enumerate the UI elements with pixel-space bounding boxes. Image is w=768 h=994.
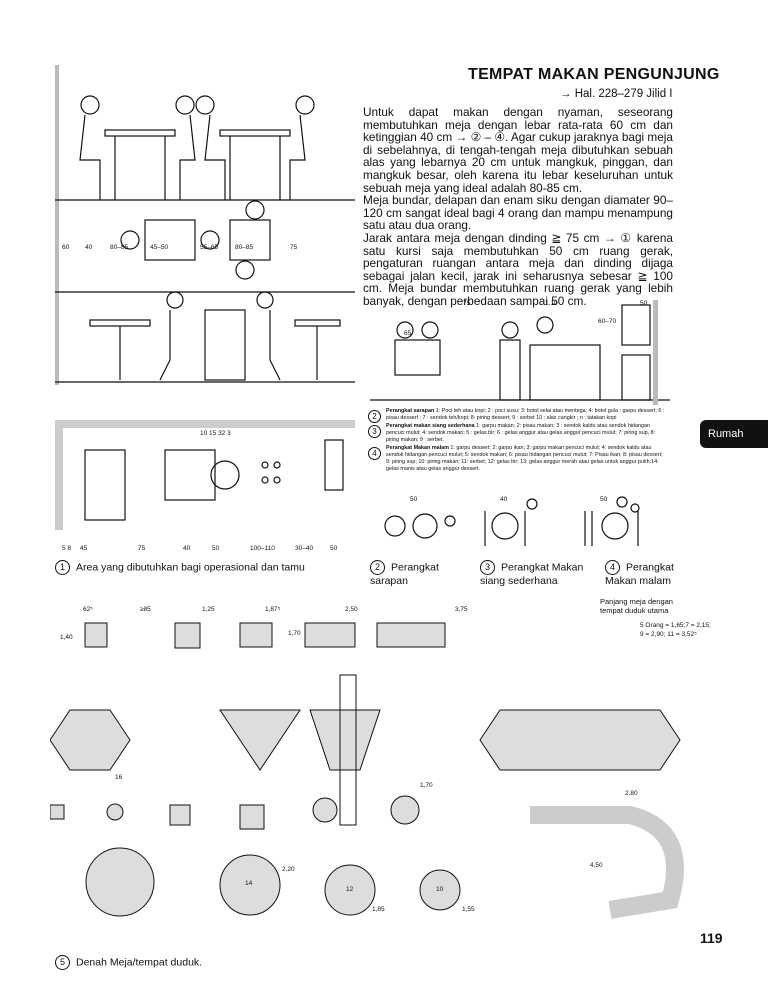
dimension-label: 3,75 (455, 606, 468, 613)
dimension-label: 16 (115, 774, 123, 781)
table-arrangements-drawing (50, 674, 684, 919)
dimension-label: 4,50 (590, 862, 603, 869)
dining-elevation-drawing (55, 65, 355, 385)
dimension-label: 45 (80, 545, 88, 552)
dimension-label: 60–70 (598, 318, 617, 325)
dimension-label: 75 (290, 244, 298, 251)
dimension-label: 10 15 32 3 (200, 430, 231, 437)
dimension-label: 100–110 (250, 545, 275, 552)
rectangular-tables-drawing (84, 622, 446, 649)
dimension-label: 14 (245, 880, 253, 887)
dimension-label: 80–85 (235, 244, 254, 251)
dimension-label: 1,10 (545, 300, 558, 307)
dimension-label: 30–40 (295, 545, 314, 552)
cross-reference: → Hal. 228–279 Jilid I (560, 88, 673, 100)
section-tab: Rumah Makan (700, 420, 768, 468)
dimension-label: 1,70 (420, 782, 433, 789)
place-settings-drawing (384, 496, 640, 546)
table-length-note-line: 9 = 2,90; 11 = 3,52⁵ (640, 631, 697, 638)
dimension-label: 50 (600, 496, 608, 503)
dimension-label: 1,70 (288, 630, 301, 637)
paragraph: Jarak antara meja dengan dinding ≧ 75 cm… (363, 230, 673, 308)
dimension-label: 55–65 (200, 244, 219, 251)
dimension-label: 65 (404, 330, 412, 337)
dimension-label: 10 (436, 886, 444, 893)
dimension-label: 5 8 (62, 545, 72, 552)
dimension-label: 50 (640, 300, 648, 307)
dimension-label: 75 (138, 545, 146, 552)
page-number: 119 (700, 930, 723, 946)
dimension-label: 40 (183, 545, 191, 552)
dimension-label: 40 (85, 244, 93, 251)
paragraph: Untuk dapat makan dengan nyaman, seseora… (363, 105, 673, 195)
table-length-note-title: Panjang meja dengan tempat duduk utama (600, 597, 673, 615)
dimension-label: 1,55 (462, 906, 475, 913)
dimension-label: 75 (463, 300, 471, 307)
dimension-label: 40 (500, 496, 508, 503)
paragraph: Meja bundar, delapan dan enam siku denga… (363, 193, 673, 233)
bar-counter-drawing (370, 300, 670, 405)
page-title: TEMPAT MAKAN PENGUNJUNG (468, 66, 720, 83)
body-text: Untuk dapat makan dengan nyaman, seseora… (363, 106, 673, 308)
dimension-label: ≥85 (140, 606, 151, 613)
dimension-label: 50 (410, 496, 418, 503)
dimension-label: 45–50 (150, 244, 169, 251)
dimension-label: 1,25 (202, 606, 215, 613)
dimension-label: 80–85 (110, 244, 129, 251)
dimension-label: 1,85 (372, 906, 385, 913)
dimension-label: 2,20 (282, 866, 295, 873)
dimension-label: 2,50 (345, 606, 358, 613)
dimension-label: 50 (212, 545, 220, 552)
dimension-label: 50 (330, 545, 338, 552)
dimension-label: 62⁵ (83, 606, 93, 613)
dimension-label: 60 (62, 244, 70, 251)
dimension-label: 2,80 (625, 790, 638, 797)
dimension-label: 1,87⁵ (265, 606, 281, 613)
table-length-note-line: 5 Orang = 1,65;7 = 2,15; (640, 622, 711, 629)
dimension-label: 1,40 (60, 634, 73, 641)
dimension-label: 12 (346, 886, 354, 893)
floor-plan-drawing (55, 420, 355, 530)
